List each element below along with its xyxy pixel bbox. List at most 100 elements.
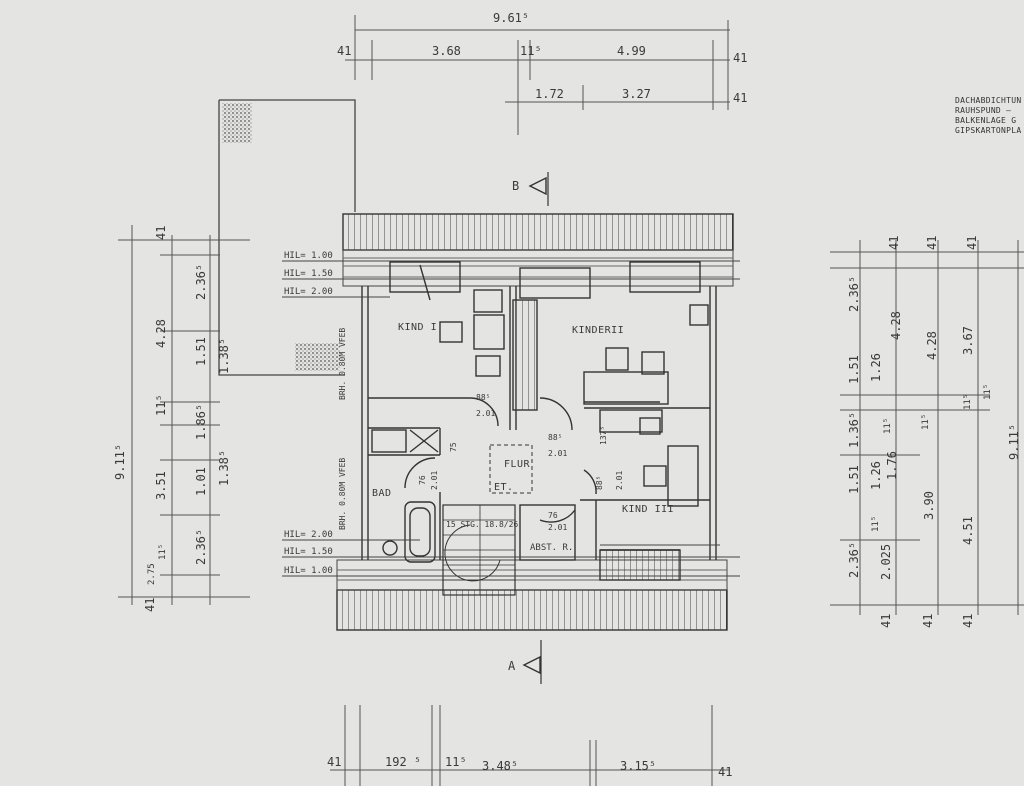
dim-right-c1-b: 1.51 — [847, 355, 861, 384]
left-dimension-chains — [118, 225, 250, 605]
dim-top-sub-right: 3.27 — [622, 87, 651, 101]
dim-left-top-wall: 41 — [154, 226, 168, 240]
bottom-dimension-chains — [330, 705, 730, 786]
door-dim-5b: 2.01 — [430, 471, 439, 490]
room-kinder-2: KINDERII — [572, 325, 624, 336]
brh-label-lower: BRH. 0.80M VFEB — [338, 458, 347, 530]
svg-text:A: A — [508, 659, 516, 673]
door-dim-4b: 2.01 — [615, 471, 624, 490]
dim-left-d5: 11⁵ — [154, 394, 168, 416]
top-dimension-chains — [345, 15, 730, 135]
dim-left-d3: 1.51 — [194, 337, 208, 366]
room-flur: FLUR — [504, 459, 531, 470]
right-dimension-chains — [830, 240, 1024, 615]
dim-left-total: 9.11⁵ — [113, 444, 127, 480]
door-dim-7a: 75 — [449, 442, 458, 452]
dim-bottom-d2: 11⁵ — [445, 755, 467, 769]
dim-right-c4-b: 11⁵ — [963, 394, 973, 410]
terrace-area — [218, 99, 356, 376]
brh-label-upper: BRH. 0.80M VFEB — [338, 328, 347, 400]
dim-bottom-d4: 3.15⁵ — [620, 759, 656, 773]
dim-right-c5-a: 3.67 — [961, 326, 975, 355]
dim-top-left-span: 3.68 — [432, 44, 461, 58]
dim-top-right-span: 4.99 — [617, 44, 646, 58]
hil-top-2: HIL= 1.50 — [284, 269, 333, 279]
dim-left-d1: 2.36⁵ — [194, 264, 208, 300]
dim-right-c3-top: 41 — [925, 236, 939, 250]
dim-top-wall-right: 41 — [733, 51, 747, 65]
hil-lines — [282, 260, 740, 577]
roof-strip-top — [342, 213, 734, 287]
dim-left-bottom-wall: 41 — [143, 598, 157, 612]
section-marker-a: A — [508, 640, 542, 684]
door-dim-6b: 2.01 — [548, 523, 567, 532]
dim-top-sub-wall-right: 41 — [733, 91, 747, 105]
dim-left-d8: 1.01 — [194, 467, 208, 496]
room-bad: BAD — [372, 488, 392, 499]
dim-right-c5-c: 9.11⁵ — [1007, 424, 1021, 460]
room-kind-1: KIND I — [398, 322, 437, 333]
hil-top-3: HIL= 2.00 — [284, 287, 333, 297]
section-marker-b: B — [512, 172, 549, 206]
door-dim-2a: 88⁵ — [548, 433, 562, 442]
dim-bottom-d3: 3.48⁵ — [482, 759, 518, 773]
door-dim-1b: 2.01 — [476, 409, 495, 418]
door-dim-1a: 88⁵ — [476, 393, 490, 402]
dim-right-c2-b: 11⁵ — [883, 418, 893, 434]
dim-left-d6: 1.86⁵ — [194, 404, 208, 440]
note-line-3: BALKENLAGE G — [955, 116, 1017, 125]
dim-right-c2-c: 1.26 — [869, 461, 883, 490]
dim-top-mid-wall: 11⁵ — [520, 44, 542, 58]
room-abst: ABST. R. — [530, 543, 573, 553]
dim-right-c1-a: 2.36⁵ — [847, 276, 861, 312]
dim-bottom-d1: 192 ⁵ — [385, 755, 421, 769]
note-line-1: DACHABDICHTUN — [955, 96, 1022, 105]
dim-right-c3-c: 3.90 — [922, 491, 936, 520]
dim-left-d4: 1.38⁵ — [217, 338, 231, 374]
dim-top-sub-left: 1.72 — [535, 87, 564, 101]
dim-right-c4-c: 4.51 — [961, 516, 975, 545]
hil-top-1: HIL= 1.00 — [284, 251, 333, 261]
stair-label: 15 STG. 18.8/26 — [446, 520, 518, 529]
dim-bottom-wall-left: 41 — [327, 755, 341, 769]
room-kind-3: KIND III — [622, 504, 674, 515]
door-dim-4a: 88⁵ — [595, 476, 604, 490]
dim-right-c1-e: 2.36⁵ — [847, 542, 861, 578]
building-walls — [361, 261, 717, 596]
dim-left-d9: 1.38⁵ — [217, 450, 231, 486]
dim-right-c3-a: 4.28 — [889, 311, 903, 340]
note-line-4: GIPSKARTONPLA — [955, 126, 1022, 135]
dim-right-c1-d: 1.51 — [847, 465, 861, 494]
door-dim-2b: 2.01 — [548, 449, 567, 458]
construction-notes: DACHABDICHTUN RAUHSPUND — BALKENLAGE G G… — [955, 96, 1022, 136]
dim-right-c1-c: 1.36⁵ — [847, 412, 861, 448]
hil-bottom-1: HIL= 2.00 — [284, 530, 333, 540]
room-et: ET. — [494, 482, 514, 493]
dim-left-d10: 2.36⁵ — [194, 529, 208, 565]
dim-left-d2: 4.28 — [154, 319, 168, 348]
dim-right-c3-b: 11⁵ — [921, 414, 931, 430]
door-dim-3a: 137⁵ — [599, 426, 608, 445]
note-line-2: RAUHSPUND — — [955, 106, 1012, 115]
dim-right-c2-e: 1.76 — [885, 451, 899, 480]
hil-bottom-3: HIL= 1.00 — [284, 566, 333, 576]
dim-right-c1-bottom: 41 — [879, 614, 893, 628]
dim-right-c2-f: 2.025 — [879, 544, 893, 580]
dim-right-c4-a: 4.28 — [925, 331, 939, 360]
svg-text:B: B — [512, 179, 519, 193]
dim-right-c3-bottom: 41 — [921, 614, 935, 628]
door-dim-6a: 76 — [548, 511, 558, 520]
dim-right-c5-b: 11⁵ — [983, 384, 993, 400]
dim-right-c4-top: 41 — [965, 236, 979, 250]
dim-left-d11: 11⁵ — [158, 544, 168, 560]
dim-right-c2-a: 1.26 — [869, 353, 883, 382]
dim-left-d12: 2.75 — [147, 563, 157, 585]
door-dim-5a: 76 — [418, 475, 427, 485]
dim-top-wall-left: 41 — [337, 44, 351, 58]
dim-right-c1-top: 41 — [887, 236, 901, 250]
dim-top-total: 9.61⁵ — [493, 11, 529, 25]
dim-bottom-wall-right: 41 — [718, 765, 732, 779]
dim-right-c2-d: 11⁵ — [871, 516, 881, 532]
dim-left-d7: 3.51 — [154, 471, 168, 500]
